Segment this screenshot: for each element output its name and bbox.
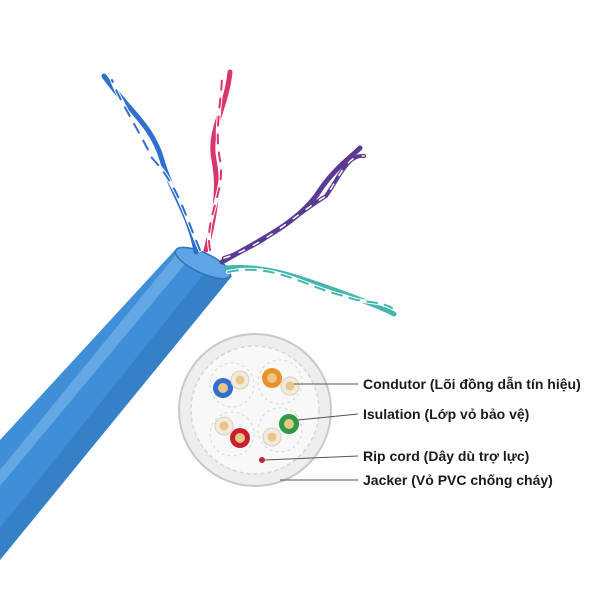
label-rip-cord: Rip cord (Dây dù trợ lực) <box>363 448 529 464</box>
leader-line-rip-cord <box>264 455 359 461</box>
pair-green <box>257 407 303 453</box>
twisted-pair-brown <box>219 145 366 265</box>
label-conductor: Condutor (Lõi đồng dẫn tín hiệu) <box>363 376 581 392</box>
pair-orange <box>257 359 303 405</box>
conductor-copper <box>284 419 294 429</box>
cable-jacket-highlight <box>0 252 190 486</box>
twisted-pair-green <box>223 264 397 317</box>
twisted-pair-orange <box>203 69 233 253</box>
conductor-copper <box>235 433 245 443</box>
conductor-copper <box>218 383 228 393</box>
leader-lines <box>264 383 359 481</box>
conductor-copper <box>285 381 295 391</box>
cable-jacket-shade <box>0 266 232 560</box>
conductor-copper <box>219 421 229 431</box>
twisted-pairs <box>101 69 397 317</box>
cable-cut-end <box>174 246 232 280</box>
label-jacket: Jacker (Vỏ PVC chống cháy) <box>363 472 553 488</box>
conductor-copper <box>267 432 277 442</box>
label-insulation: Isulation (Lớp vỏ bảo vệ) <box>363 406 529 422</box>
cable-cross-section <box>178 333 332 487</box>
callout-labels: Condutor (Lõi đồng dẫn tín hiệu) Isulati… <box>363 376 581 488</box>
conductor-copper <box>267 373 277 383</box>
leader-line-insulation <box>297 413 359 421</box>
pair-brown <box>209 411 255 457</box>
pair-blue <box>209 362 255 408</box>
rip-cord-dot <box>259 457 265 463</box>
twisted-pair-blue <box>101 73 202 255</box>
jacket-inner <box>190 345 320 475</box>
conductor-copper <box>235 375 245 385</box>
cable-body <box>0 246 232 560</box>
